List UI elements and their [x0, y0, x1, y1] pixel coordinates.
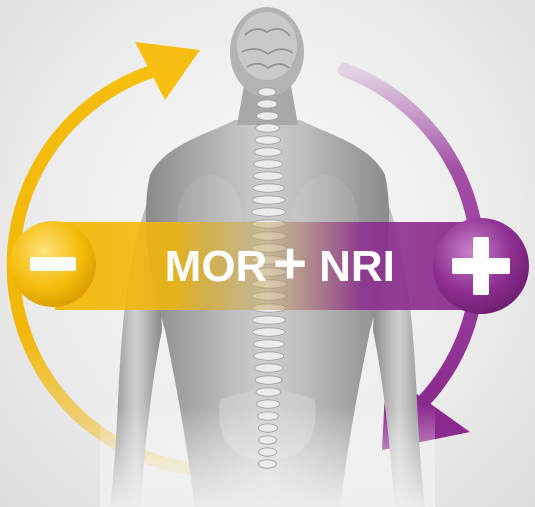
vertebra	[252, 196, 285, 204]
vertebra	[257, 400, 280, 408]
vertebra	[259, 436, 277, 444]
vertebra	[258, 88, 276, 96]
vertebra	[254, 364, 282, 372]
plus-badge	[433, 218, 529, 314]
vertebra	[252, 184, 284, 192]
vertebra	[253, 340, 284, 348]
vertebra	[257, 412, 278, 420]
vertebra	[254, 352, 284, 360]
vertebra	[255, 136, 281, 144]
vertebra	[255, 376, 282, 384]
nri-label: NRI	[319, 242, 395, 291]
vertebra	[252, 316, 286, 324]
minus-icon	[30, 257, 76, 271]
vertebra	[252, 208, 286, 216]
mor-label: MOR	[165, 242, 268, 291]
vertebra	[258, 424, 277, 432]
vertebra	[256, 388, 281, 396]
mor-nri-band	[55, 222, 480, 310]
vertebra	[258, 460, 276, 468]
vertebra	[254, 160, 283, 168]
combine-plus-label: +	[273, 231, 307, 296]
vertebra	[253, 328, 286, 336]
vertebra	[257, 100, 277, 108]
vertebra	[256, 124, 280, 132]
vertebra	[253, 172, 284, 180]
vertebra	[254, 148, 281, 156]
vertebra	[256, 112, 278, 120]
minus-badge	[10, 221, 96, 307]
vertebra	[259, 448, 277, 456]
